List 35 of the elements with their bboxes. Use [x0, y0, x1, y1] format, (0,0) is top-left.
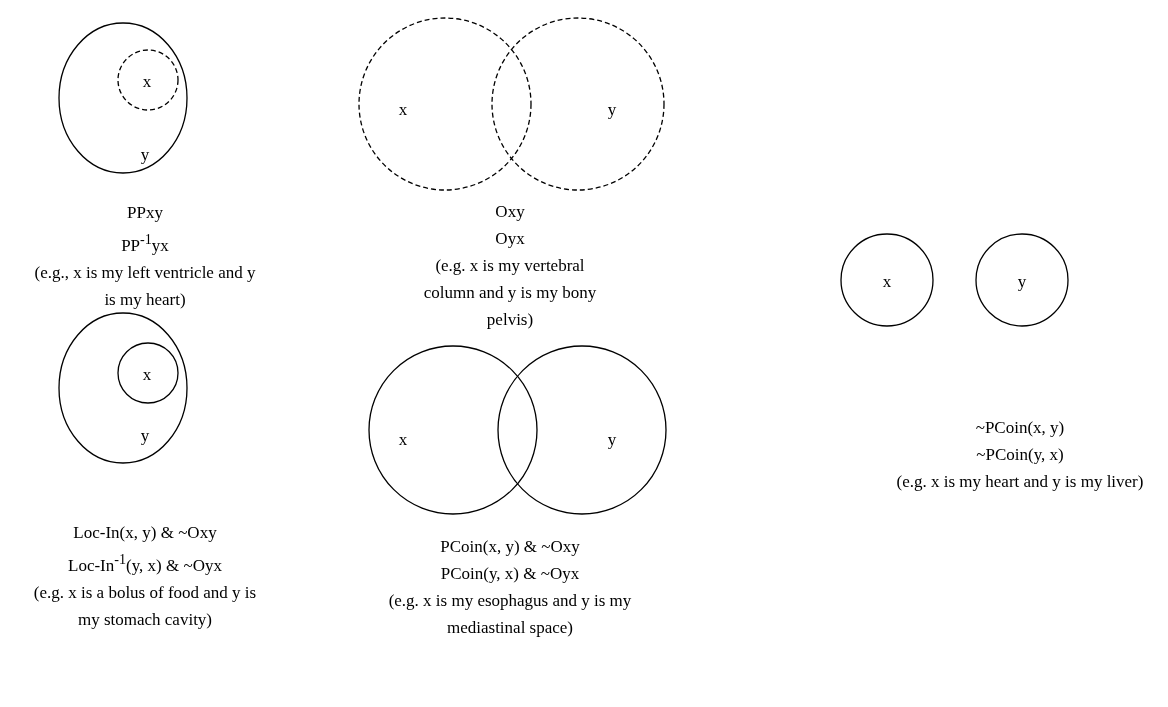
- variable-label: x: [398, 100, 408, 120]
- circle: [117, 342, 179, 404]
- caption-text: ~PCoin(x, y): [974, 417, 1066, 439]
- variable-label: x: [142, 365, 152, 385]
- variable-label: x: [398, 430, 408, 450]
- variable-label: x: [142, 72, 152, 92]
- variable-label: y: [140, 145, 150, 165]
- caption-text: PCoin(x, y) & ~Oxy: [439, 536, 581, 558]
- dashed-circle: [358, 17, 532, 191]
- variable-label: y: [1017, 272, 1027, 292]
- caption-text: (e.g. x is my esophagus and y is my mediastinal space): [387, 590, 633, 639]
- caption-text: Loc-In$^{-1}$(y, x) & ~Oyx: [67, 550, 223, 577]
- dashed-circle: [117, 49, 179, 111]
- circle: [840, 233, 934, 327]
- variable-label: y: [607, 430, 617, 450]
- variable-label: y: [607, 100, 617, 120]
- caption-text: Oyx: [494, 228, 526, 250]
- circle: [497, 345, 667, 515]
- caption-text: PCoin(y, x) & ~Oyx: [439, 563, 581, 585]
- circle: [58, 312, 188, 464]
- caption-text: (e.g. x is my heart and y is my liver): [895, 471, 1145, 493]
- caption-text: ~PCoin(y, x): [975, 444, 1065, 466]
- caption-text: Loc-In(x, y) & ~Oxy: [72, 522, 218, 544]
- caption-text: (e.g. x is my vertebral column and y is my bony pelvis): [422, 255, 598, 331]
- caption-text: PPxy: [126, 202, 164, 224]
- circle: [58, 22, 188, 174]
- circle: [975, 233, 1069, 327]
- caption-text: Oxy: [494, 201, 526, 223]
- caption-text: (e.g., x is my left ventricle and y is my heart): [33, 261, 257, 311]
- caption-text: PP$^{-1}$yx: [120, 230, 170, 257]
- variable-label: x: [882, 272, 892, 292]
- circle: [368, 345, 538, 515]
- variable-label: y: [140, 426, 150, 446]
- dashed-circle: [491, 17, 665, 191]
- caption-text: (e.g. x is a bolus of food and y is my stomach cavity): [32, 581, 258, 631]
